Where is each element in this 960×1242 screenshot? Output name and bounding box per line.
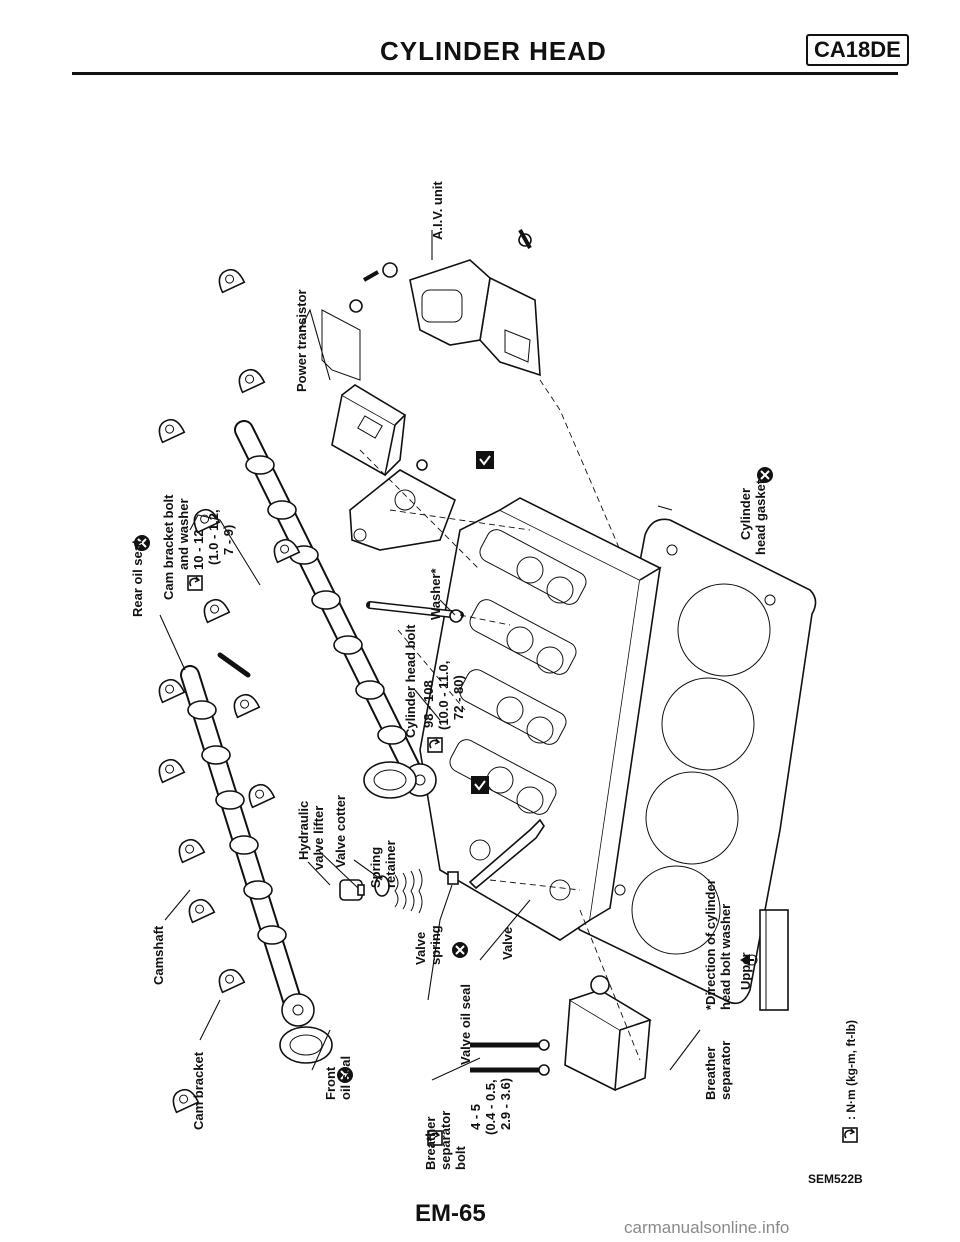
label-valve-spring-2: spring bbox=[428, 925, 443, 965]
valve-train bbox=[339, 818, 545, 914]
mounting-bracket bbox=[349, 459, 456, 551]
label-valve: Valve bbox=[500, 927, 515, 960]
label-cam-bracket-torque-2: (1.0 - 1.2, bbox=[206, 509, 221, 565]
camshaft bbox=[180, 420, 437, 1027]
cam-bracket-bolt bbox=[217, 652, 251, 678]
label-breather-bolt-3: bolt bbox=[453, 1146, 468, 1170]
label-head-bolt: Cylinder head bolt bbox=[403, 624, 418, 738]
label-spring-retainer-2: retainer bbox=[383, 840, 398, 888]
valve-spring-part bbox=[394, 868, 423, 914]
label-direction-1: *Direction of cylinder bbox=[703, 879, 718, 1010]
label-cylinder-gasket-1: Cylinder bbox=[738, 488, 753, 540]
spring-retainer-part bbox=[374, 875, 390, 897]
watermark: carmanualsonline.info bbox=[624, 1218, 790, 1237]
exploded-view-svg: Rear oil seal Cam bracket bolt and washe… bbox=[130, 181, 858, 1170]
label-cam-bracket: Cam bracket bbox=[191, 1051, 206, 1130]
label-aiv-unit: A.I.V. unit bbox=[430, 181, 445, 240]
label-valve-oil-seal: Valve oil seal bbox=[458, 984, 473, 1065]
aiv-unit bbox=[363, 229, 541, 377]
label-rear-oil-seal: Rear oil seal bbox=[130, 540, 145, 617]
label-breather-torque-2: (0.4 - 0.5, bbox=[483, 1079, 498, 1135]
label-breather-torque-3: 2.9 - 3.6) bbox=[498, 1078, 513, 1130]
label-washer: Washer* bbox=[428, 568, 443, 620]
exploded-diagram: Rear oil seal Cam bracket bolt and washe… bbox=[60, 130, 900, 1190]
label-upper: Upper bbox=[738, 952, 753, 990]
label-head-bolt-torque-1: 98 - 108 bbox=[421, 680, 436, 728]
valve-oil-seal-part bbox=[447, 871, 459, 885]
label-front-oil-seal-1: Front bbox=[323, 1066, 338, 1100]
front-oil-seal-ring bbox=[279, 1026, 333, 1064]
callout-labels: Rear oil seal Cam bracket bolt and washe… bbox=[130, 181, 858, 1170]
washer-direction-indicator bbox=[740, 909, 789, 1011]
label-head-bolt-torque-2: (10.0 - 11.0, bbox=[436, 661, 451, 730]
label-cam-bracket-bolt-1: Cam bracket bolt bbox=[161, 494, 176, 600]
header-rule bbox=[72, 72, 898, 75]
figure-reference: SEM522B bbox=[808, 1172, 863, 1186]
label-cam-bracket-torque-1: 10 - 12 bbox=[191, 530, 206, 570]
label-breather-sep-1: Breather bbox=[703, 1047, 718, 1100]
page-title: CYLINDER HEAD bbox=[380, 36, 607, 66]
label-power-transistor: Power transistor bbox=[294, 289, 309, 392]
label-valve-cotter: Valve cotter bbox=[333, 795, 348, 868]
label-cylinder-gasket-2: head gasket bbox=[753, 479, 768, 555]
label-breather-torque-1: 4 - 5 bbox=[468, 1104, 483, 1130]
label-torque-unit: : N·m (kg-m, ft-lb) bbox=[844, 1020, 858, 1120]
label-direction-2: head bolt washer bbox=[718, 904, 733, 1010]
label-cam-bracket-torque-3: 7 - 9) bbox=[221, 525, 236, 555]
page-header: CYLINDER HEAD CA18DE bbox=[0, 0, 960, 90]
valve-cotter-part bbox=[357, 884, 365, 896]
label-hydraulic-2: valve lifter bbox=[311, 806, 326, 870]
label-valve-spring-1: Valve bbox=[413, 932, 428, 965]
label-front-oil-seal-2: oil seal bbox=[338, 1056, 353, 1100]
power-transistor-assembly bbox=[321, 299, 407, 477]
label-head-bolt-torque-3: 72 - 80) bbox=[451, 675, 466, 720]
label-hydraulic-1: Hydraulic bbox=[296, 801, 311, 860]
breather-separator bbox=[470, 975, 652, 1092]
valve-part bbox=[468, 818, 545, 890]
rear-oil-seal-ring bbox=[363, 761, 417, 799]
label-spring-retainer-1: Spring bbox=[368, 847, 383, 888]
engine-code-badge: CA18DE bbox=[806, 34, 909, 66]
label-breather-bolt-2: separator bbox=[438, 1111, 453, 1170]
label-camshaft: Camshaft bbox=[151, 925, 166, 985]
cylinder-head bbox=[419, 497, 662, 941]
label-breather-bolt-1: Breather bbox=[423, 1117, 438, 1170]
page-number: EM-65 bbox=[415, 1200, 486, 1227]
label-cam-bracket-bolt-2: and washer bbox=[176, 498, 191, 570]
label-breather-sep-2: separator bbox=[718, 1041, 733, 1100]
